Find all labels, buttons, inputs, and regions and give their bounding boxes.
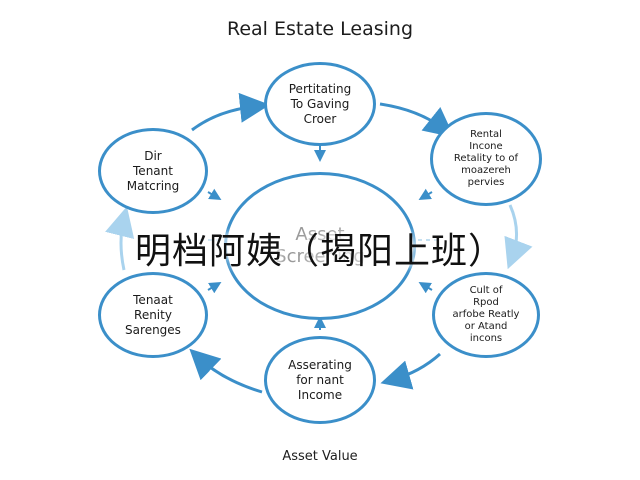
inner-arrow-bottomright [418,281,433,294]
inner-arrow-topleft [207,188,222,201]
node-top: Pertitating To Gaving Croer [264,62,376,146]
inner-arrow-topright [418,188,433,201]
node-bottom: Asserating for nant Income [264,336,376,424]
node-bottom-label: Asserating for nant Income [288,357,352,402]
node-bottom-left: Tenaat Renity Sarenges [98,272,208,358]
center-node-label: Asset Screening [275,223,365,268]
node-top-right: Rental Incone Retality to of moazereh pe… [430,112,542,206]
inner-arrow-bottomleft [207,281,222,294]
diagram-title: Real Estate Leasing [226,18,414,40]
overlay-caption: 明档阿姨（揭阳上班） [134,231,505,272]
node-top-left: Dir Tenant Matcring [98,128,208,214]
arrow-bottomleft-to-topleft [105,206,135,271]
arrow-top-to-topright [379,102,455,138]
node-bottom-right-label: Cult of Rpod arfobe Reatly or Atand inco… [452,285,520,344]
center-node-asset-screening: Asset Screening [224,172,416,320]
node-bottom-left-label: Tenaat Renity Sarenges [125,292,181,337]
arrow-bottomright-to-bottom [380,352,442,390]
diagram-footer: Asset Value [282,449,358,464]
node-bottom-right: Cult of Rpod arfobe Reatly or Atand inco… [432,272,540,358]
arrow-topleft-to-top [191,92,270,132]
node-top-label: Pertitating To Gaving Croer [288,81,352,126]
node-top-right-label: Rental Incone Retality to of moazereh pe… [453,129,519,188]
arrow-topright-to-bottomright [504,204,533,270]
node-top-left-label: Dir Tenant Matcring [126,148,180,193]
arrow-bottom-to-bottomleft [189,348,263,394]
